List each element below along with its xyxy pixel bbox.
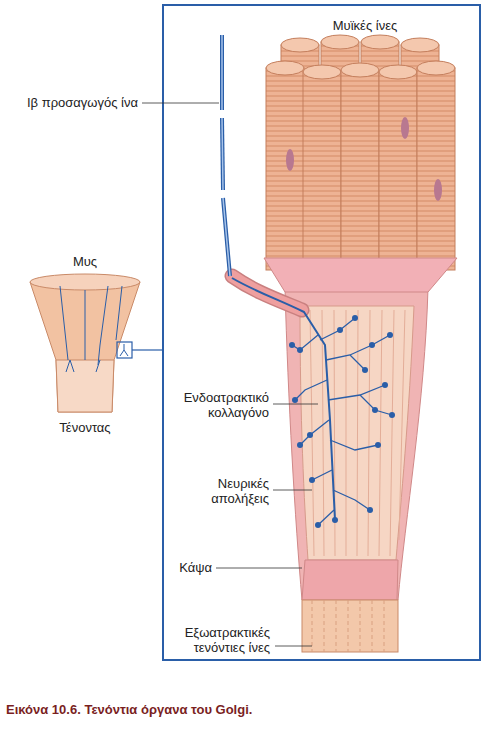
tendon-fibers: [302, 600, 398, 652]
ib-afferent-fiber: [222, 35, 335, 520]
label-collagen: Ενδοατρακτικό κολλαγόνο: [157, 390, 269, 420]
label-muscle-fibers: Μυϊκές ίνες: [333, 18, 397, 33]
figure-caption: Εικόνα 10.6. Τενόντια όργανα του Golgi.: [6, 702, 482, 718]
muscle-fibers: [266, 35, 455, 270]
label-endings: Νευρικές απολήξεις: [157, 476, 269, 506]
nerve-endings: [289, 315, 395, 528]
label-tendon-fibers: Εξωατρακτικές τενόντιες ίνες: [158, 625, 270, 655]
leader-lines: [142, 103, 318, 646]
muscle-figure: [30, 274, 163, 412]
label-capsule: Κάψα: [179, 560, 212, 575]
label-muscle: Μυς: [73, 254, 97, 269]
label-tendon: Τένοντας: [59, 420, 110, 435]
label-afferent: Ιβ προσαγωγός ίνα: [27, 95, 138, 110]
